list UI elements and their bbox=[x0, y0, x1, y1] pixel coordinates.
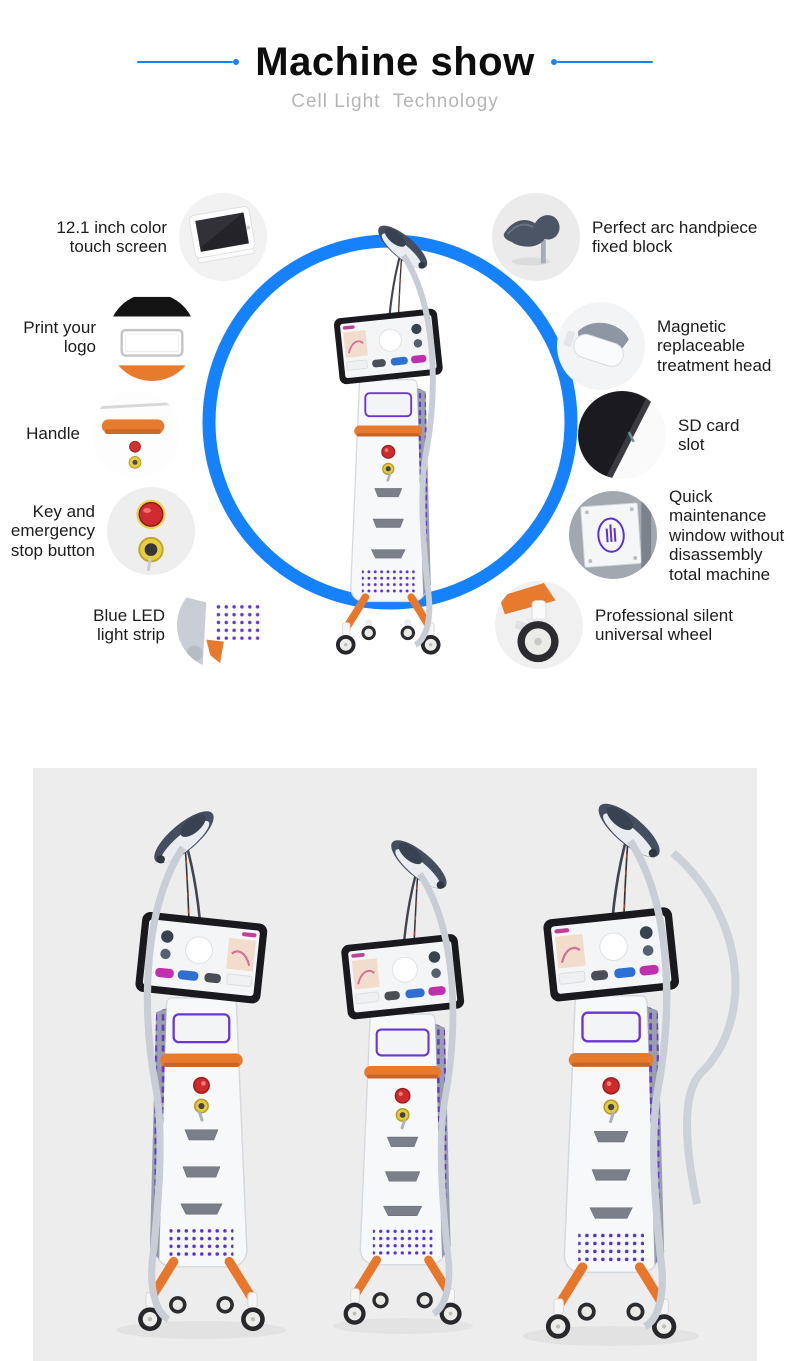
machine-left-angle bbox=[135, 803, 268, 1331]
feature-label: Perfect arc handpiece fixed block bbox=[592, 217, 758, 256]
feature-arc-block: Perfect arc handpiece fixed block bbox=[492, 193, 762, 281]
blue-led-strip-icon bbox=[177, 581, 265, 669]
logo-panel-icon bbox=[108, 293, 196, 381]
feature-label: Blue LED light strip bbox=[93, 605, 165, 644]
feature-label: Magnetic replaceable treatment head bbox=[657, 316, 772, 375]
three-machine-views bbox=[116, 768, 740, 1346]
feature-label: 12.1 inch color touch screen bbox=[56, 217, 167, 256]
machine-center-illustration bbox=[333, 219, 443, 655]
feature-touch-screen: 12.1 inch color touch screen bbox=[37, 193, 267, 281]
feature-label: Print your logo bbox=[23, 317, 96, 356]
page-title: Machine show bbox=[255, 40, 535, 84]
feature-key-emergency: Key and emergency stop button bbox=[0, 487, 195, 575]
key-emergency-stop-icon bbox=[107, 487, 195, 575]
feature-diagram: 12.1 inch color touch screen Print your … bbox=[0, 115, 790, 725]
touch-screen-icon bbox=[179, 193, 267, 281]
feature-label: Professional silent universal wheel bbox=[595, 605, 733, 644]
title-dot-right bbox=[550, 59, 557, 65]
machine-right-angle bbox=[543, 795, 680, 1338]
feature-led-strip: Blue LED light strip bbox=[83, 581, 265, 669]
feature-treatment-head: Magnetic replaceable treatment head bbox=[557, 302, 790, 390]
page-subtitle: Cell Light Technology bbox=[291, 91, 499, 112]
title-line-left bbox=[137, 60, 234, 64]
feature-sd-slot: SD card slot bbox=[578, 391, 778, 479]
feature-print-logo: Print your logo bbox=[8, 293, 196, 381]
header: Machine show Cell Light Technology bbox=[0, 0, 790, 113]
title-line-right bbox=[556, 60, 653, 64]
title-dot-left bbox=[233, 59, 240, 65]
feature-label: Handle bbox=[26, 424, 80, 444]
universal-wheel-icon bbox=[495, 581, 583, 669]
feature-label: Quick maintenance window without disasse… bbox=[669, 487, 785, 584]
sd-card-slot-icon bbox=[578, 391, 666, 479]
feature-label: SD card slot bbox=[678, 415, 740, 454]
product-photo bbox=[33, 768, 757, 1361]
machine-diagram-illustration bbox=[202, 115, 578, 725]
maintenance-window-icon bbox=[569, 491, 657, 580]
handle-icon bbox=[92, 390, 180, 478]
machine-front bbox=[341, 833, 465, 1325]
feature-label: Key and emergency stop button bbox=[10, 501, 95, 560]
arc-handpiece-block-icon bbox=[492, 193, 580, 281]
feature-universal-wheel: Professional silent universal wheel bbox=[495, 581, 765, 669]
treatment-head-icon bbox=[557, 302, 645, 390]
title-row: Machine show bbox=[0, 40, 790, 84]
feature-maintenance-window: Quick maintenance window without disasse… bbox=[569, 487, 790, 584]
feature-handle: Handle bbox=[10, 390, 180, 478]
